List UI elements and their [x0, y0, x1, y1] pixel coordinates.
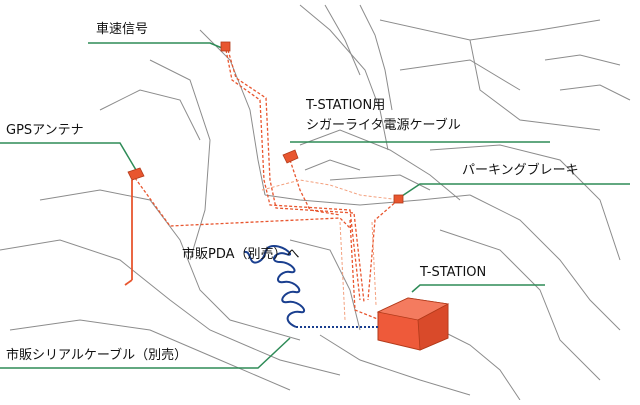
- connector-gps-antenna: [127, 167, 145, 181]
- leader-speed-signal: [88, 42, 223, 49]
- leader-gps: [0, 142, 137, 171]
- connector-parking-brake: [393, 194, 404, 204]
- serial-cable: [243, 244, 378, 328]
- leader-parking: [401, 183, 630, 197]
- label-serial-cable: 市販シリアルケーブル（別売）: [6, 348, 188, 363]
- wire-speed-signal-b: [227, 49, 365, 303]
- label-t-station: T-STATION: [420, 265, 487, 280]
- label-vehicle-speed-signal: 車速信号: [96, 22, 149, 37]
- connector-cigarette: [282, 149, 299, 164]
- leader-lines: [0, 42, 630, 369]
- connector-speed-signal: [220, 41, 231, 52]
- label-cigarette-cable-line1: T-STATION用: [306, 98, 386, 113]
- wiring: [134, 49, 399, 321]
- label-parking-brake: パーキングブレーキ: [462, 163, 579, 178]
- label-to-pda: 市販PDA（別売）へ: [182, 247, 300, 262]
- wire-speed-signal: [225, 49, 361, 301]
- leader-serial: [0, 337, 291, 369]
- label-gps-antenna: GPSアンテナ: [6, 123, 84, 138]
- wiring-light: [261, 179, 401, 321]
- label-cigarette-cable-line2: シガーライタ電源ケーブル: [306, 118, 461, 133]
- wire-main: [349, 219, 381, 321]
- wire-gps: [134, 177, 351, 229]
- wire-cigarette: [289, 159, 341, 216]
- car-interior-outline: [0, 4, 631, 401]
- leader-tstation: [411, 284, 545, 293]
- wire-parking: [367, 199, 399, 301]
- gps-cable: [124, 180, 133, 286]
- t-station-device: [376, 297, 450, 351]
